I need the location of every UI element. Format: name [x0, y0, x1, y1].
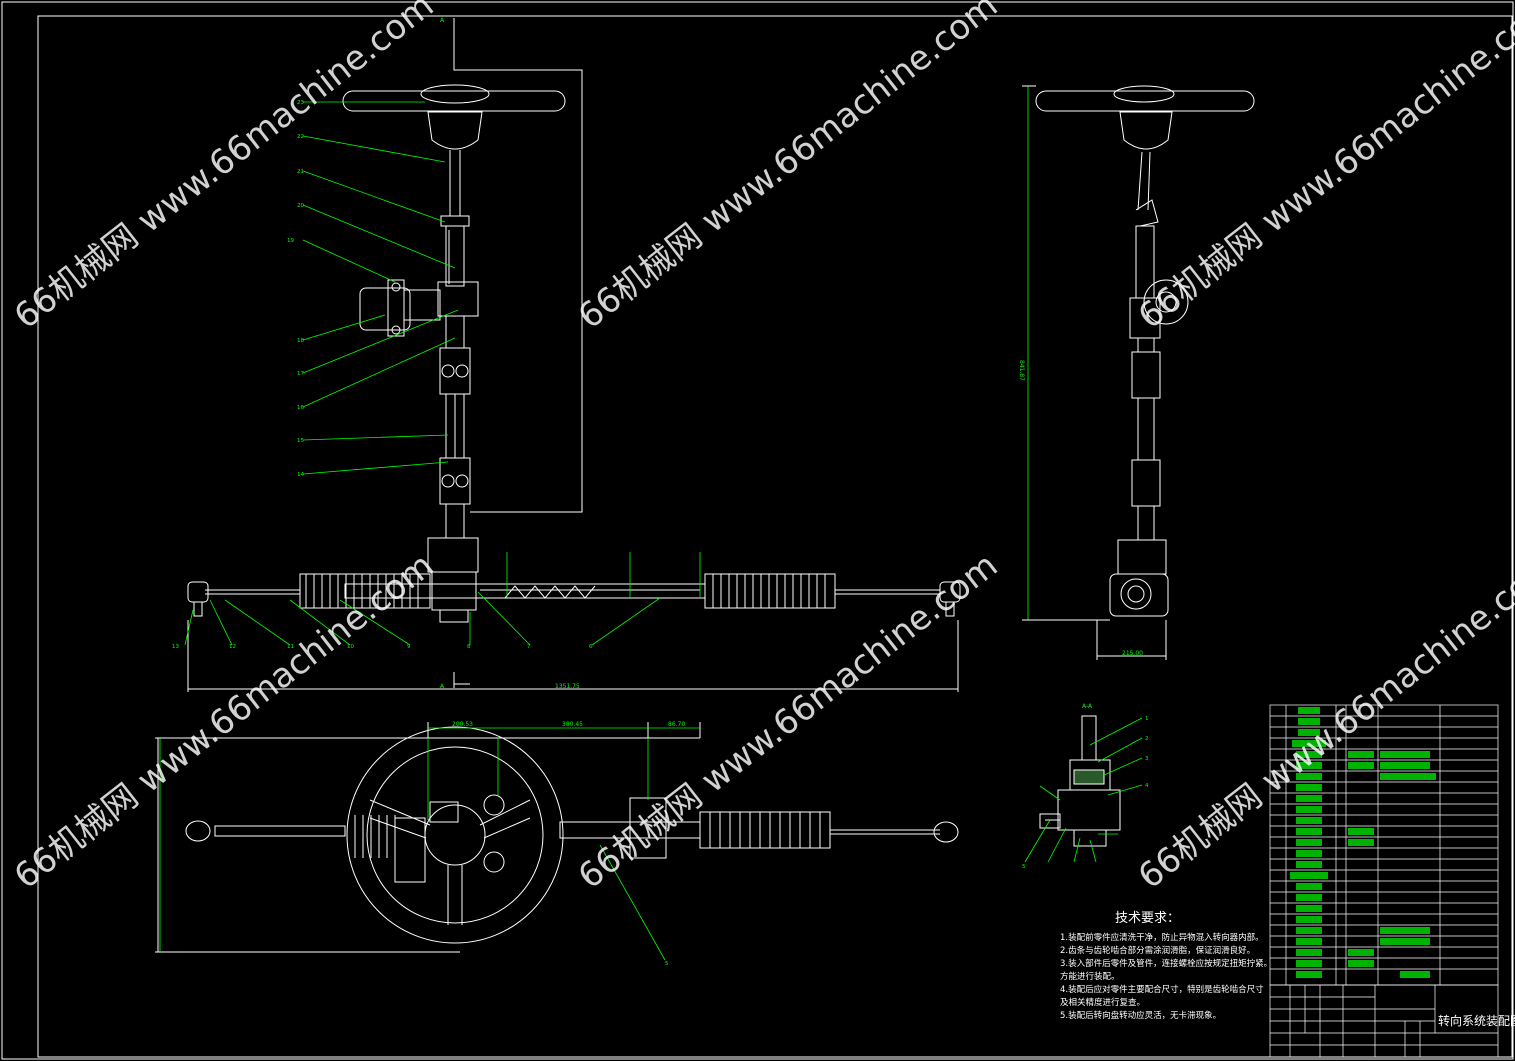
- dimension-labels: 1351.75 841.87 215.00 200.53 380.45 86.7…: [440, 17, 1143, 728]
- part-label: 17: [297, 371, 304, 377]
- part-label: 12: [229, 644, 236, 650]
- leader-lines-front: [184, 86, 1029, 646]
- watermark: 66机械网 www.66machine.com: [571, 0, 1005, 337]
- part-label: 14: [297, 472, 304, 478]
- watermarks: 66机械网 www.66machine.com 66机械网 www.66mach…: [7, 0, 1515, 897]
- section-part-label: 2: [1145, 736, 1149, 742]
- dim-side-width: 215.00: [1122, 650, 1143, 657]
- technical-requirements-title: 技术要求：: [1115, 911, 1180, 926]
- part-label: 8: [467, 644, 471, 650]
- requirement-line: 5.装配后转向盘转动应灵活，无卡滞现象。: [1060, 1010, 1221, 1021]
- drawing-title: 转向系统装配图: [1438, 1013, 1515, 1028]
- dim-top-2: 380.45: [562, 721, 583, 728]
- requirement-line: 3.装入部件后零件及管件，连接螺栓应按规定扭矩拧紧。: [1060, 958, 1272, 969]
- part-label: 10: [347, 644, 354, 650]
- watermark: 66机械网 www.66machine.com: [7, 545, 441, 897]
- part-label: 18: [297, 338, 304, 344]
- part-label: 19: [287, 238, 294, 244]
- title-block: [1269, 984, 1499, 1058]
- cut-marker-top: A: [440, 17, 445, 24]
- requirement-line: 方能进行装配。: [1060, 971, 1120, 982]
- watermark: 66机械网 www.66machine.com: [1131, 0, 1515, 337]
- part-label: 6: [589, 644, 593, 650]
- part-label: 7: [527, 644, 531, 650]
- side-view: [1022, 85, 1255, 660]
- part-label: 22: [297, 134, 304, 140]
- part-label: 20: [297, 203, 304, 209]
- part-label: 11: [287, 644, 294, 650]
- part-number-labels: 23 22 21 20 19 18 17 16 15 14 13 12 11 1…: [172, 100, 1149, 967]
- section-part-label: 5: [1022, 864, 1026, 870]
- watermark: 66机械网 www.66machine.com: [1131, 545, 1515, 897]
- parts-list-entries: [1290, 707, 1436, 978]
- front-view: [187, 18, 961, 692]
- dim-top-3: 86.70: [668, 721, 685, 728]
- part-label: 9: [407, 644, 411, 650]
- section-view: [1039, 715, 1121, 847]
- leader-lines-top: [159, 727, 700, 961]
- technical-requirements: 技术要求： 1.装配前零件应清洗干净，防止异物混入转向器内部。 2.齿条与齿轮啮…: [1060, 911, 1272, 1021]
- leader-lines-section: [1024, 717, 1143, 863]
- top-view: [155, 722, 959, 953]
- section-part-label: 4: [1145, 783, 1149, 789]
- dim-top-1: 200.53: [452, 721, 473, 728]
- requirement-line: 1.装配前零件应清洗干净，防止异物混入转向器内部。: [1060, 932, 1264, 943]
- parts-list: [1269, 704, 1499, 986]
- requirement-line: 及相关精度进行复查。: [1060, 997, 1145, 1008]
- section-part-label: 1: [1145, 716, 1149, 722]
- dim-side-height: 841.87: [1018, 360, 1025, 381]
- cut-marker-bottom: A: [440, 683, 445, 690]
- section-part-label: 3: [1145, 756, 1149, 762]
- dim-overall-width: 1351.75: [555, 683, 580, 690]
- part-label: 5: [665, 961, 669, 967]
- part-label: 13: [172, 644, 179, 650]
- requirement-line: 4.装配后应对零件主要配合尺寸，特别是齿轮啮合尺寸: [1060, 984, 1264, 995]
- part-label: 16: [297, 405, 304, 411]
- part-label: 23: [297, 100, 304, 106]
- inner-frame: [37, 15, 1513, 1058]
- requirement-line: 2.齿条与齿轮啮合部分需涂润滑脂，保证润滑良好。: [1060, 945, 1255, 956]
- section-label: A-A: [1082, 703, 1093, 710]
- part-label: 15: [297, 438, 304, 444]
- watermark: 66机械网 www.66machine.com: [7, 0, 441, 337]
- part-label: 21: [297, 169, 304, 175]
